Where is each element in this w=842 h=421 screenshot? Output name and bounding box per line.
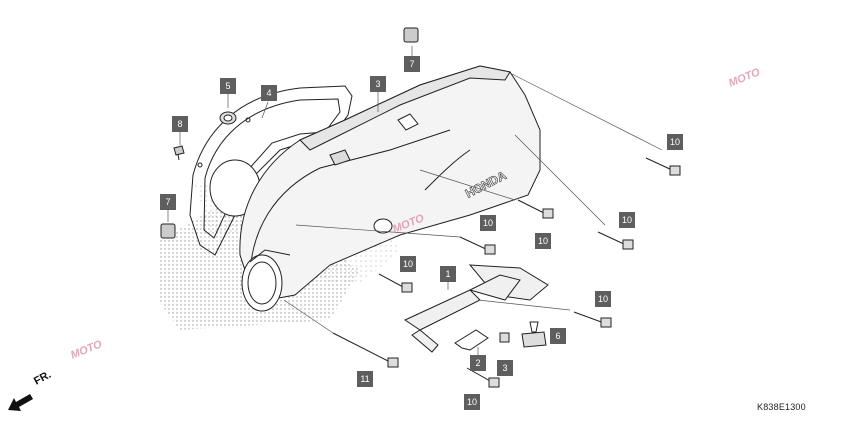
callout-7-left: 7 bbox=[160, 194, 176, 210]
clamp bbox=[454, 329, 489, 351]
dowel-pin-left bbox=[160, 223, 176, 239]
left-crankcase-cover bbox=[239, 65, 541, 301]
leader-lines bbox=[167, 46, 663, 355]
rubber-mount bbox=[521, 321, 547, 348]
callout-8: 8 bbox=[172, 116, 188, 132]
bracket bbox=[403, 264, 549, 353]
small-bolt bbox=[173, 145, 185, 161]
callout-10-a: 10 bbox=[667, 134, 683, 150]
callout-2: 2 bbox=[470, 355, 486, 371]
callout-11: 11 bbox=[357, 371, 373, 387]
callout-7-top: 7 bbox=[404, 56, 420, 72]
seal-part bbox=[219, 111, 237, 125]
air-duct bbox=[241, 249, 291, 312]
callout-5: 5 bbox=[220, 78, 236, 94]
callout-4: 4 bbox=[261, 85, 277, 101]
callout-10-b: 10 bbox=[619, 212, 635, 228]
callout-10-f: 10 bbox=[595, 291, 611, 307]
callout-10-e: 10 bbox=[400, 256, 416, 272]
callout-3-low: 3 bbox=[497, 360, 513, 376]
callout-3: 3 bbox=[370, 76, 386, 92]
diagram-code: K838E1300 bbox=[757, 402, 806, 412]
front-direction-arrow bbox=[8, 394, 33, 411]
bolts bbox=[332, 157, 681, 388]
dowel-pin-top bbox=[403, 27, 419, 43]
callout-10-c: 10 bbox=[480, 215, 496, 231]
callout-10-g: 10 bbox=[464, 394, 480, 410]
callout-6: 6 bbox=[550, 328, 566, 344]
callout-1: 1 bbox=[440, 266, 456, 282]
callout-10-d: 10 bbox=[535, 233, 551, 249]
